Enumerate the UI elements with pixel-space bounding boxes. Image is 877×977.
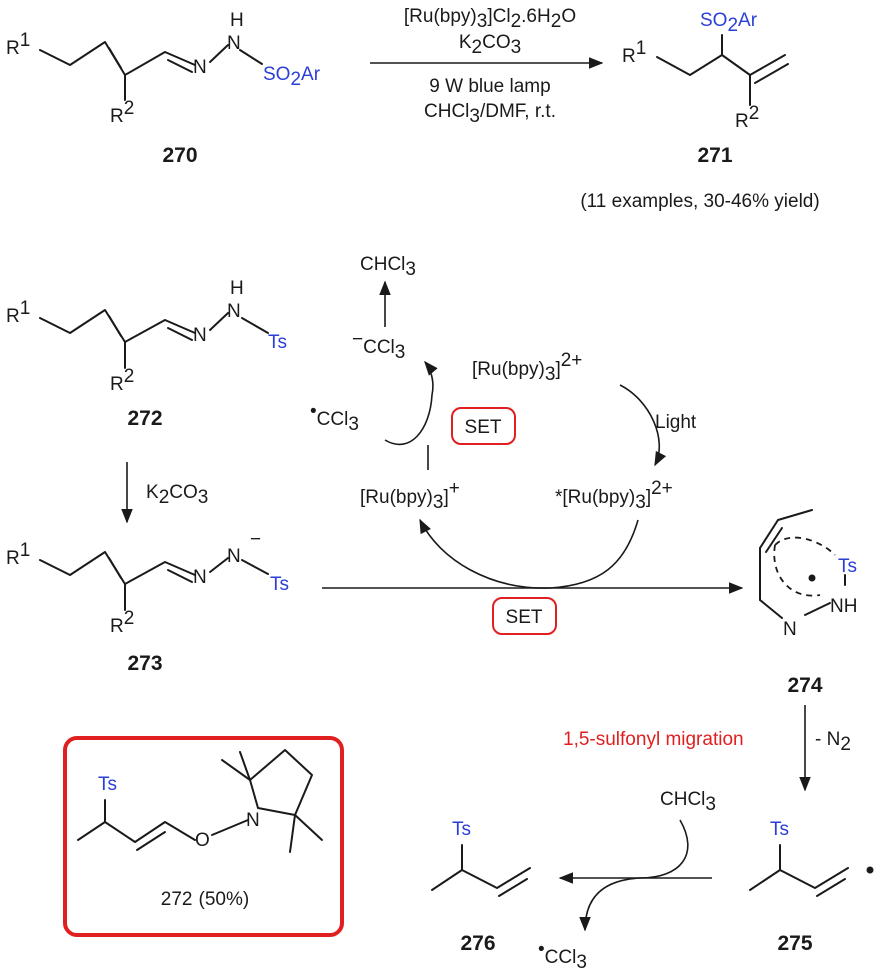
compound-273: R1 R2 N N − Ts [6,529,289,637]
r2-label: R2 [110,366,134,395]
reduction-arrow-ccl3 [384,360,438,446]
r2-label: R2 [110,608,134,637]
label-272: 272 [127,407,162,430]
label-276: 276 [460,932,495,955]
hydrazone-h: H [230,278,244,299]
imine-n: N [193,57,207,78]
compound-276: Ts [431,819,531,897]
solvent-text: CHCl3/DMF, r.t. [424,101,556,127]
set-box-cycle [451,407,516,445]
r1-label: R1 [6,30,30,59]
base-text: K2CO3 [459,32,521,58]
label-274: 274 [787,674,822,697]
catalyst-text: [Ru(bpy)3]Cl2.6H2O [404,6,576,32]
ru-reduced-state: [Ru(bpy)3]+ [360,478,460,513]
n-atom: N [783,619,797,640]
n2-loss-label: - N2 [815,729,851,755]
sulfonyl-group: SO2Ar [700,10,758,36]
label-273: 273 [127,652,162,675]
trapping-adduct-box [63,736,344,937]
r1-label: R1 [6,298,30,327]
chloroform-reagent: CHCl3 [660,789,716,815]
sulfonyl-group: SO2Ar [263,64,321,90]
ccl3-radical-byproduct: •CCl3 [538,939,587,973]
chloroform-to-radical-arrow [579,819,689,932]
trichloromethyl-radical: •CCl3 [310,401,359,435]
set-box-main [492,597,557,635]
nitrogen-atom: N [246,810,260,831]
anionic-n: N [227,546,241,567]
ru-ground-state: [Ru(bpy)3]2+ [472,350,582,385]
hydrazone-n: N [227,33,241,54]
ru-excited-state: *[Ru(bpy)3]2+ [555,478,673,513]
tosyl-group: Ts [270,574,289,595]
excitation-arrow [619,384,667,467]
compound-270: R1 R2 N N H SO2Ar [6,10,321,127]
label-271: 271 [697,144,732,167]
tosyl-group: Ts [770,819,789,840]
r1-label: R1 [6,540,30,569]
r1-label: R1 [622,38,646,67]
compound-275: Ts [749,819,874,897]
radical-dot [808,574,816,582]
light-label: Light [655,412,697,433]
tosyl-group: Ts [268,332,287,353]
r2-label: R2 [735,103,759,132]
base-step-text: K2CO3 [146,482,208,508]
negative-charge: − [250,529,261,550]
label-270: 270 [162,144,197,167]
label-275: 275 [777,932,812,955]
hydrazone-n: N [227,301,241,322]
tosyl-group: Ts [838,556,857,577]
oxygen-atom: O [195,830,210,851]
set-label-main: SET [506,607,543,628]
scope-text: (11 examples, 30-46% yield) [580,191,819,212]
tosyl-group: Ts [98,774,117,795]
compound-272: R1 R2 N N H Ts [6,278,287,395]
light-source-text: 9 W blue lamp [429,76,550,97]
trichloromethyl-anion: −CCl3 [352,329,405,363]
chloroform-product: CHCl3 [360,254,416,280]
imine-n: N [193,325,207,346]
tosyl-group: Ts [452,819,471,840]
radical-dot [866,866,874,874]
oxidative-quench-arc [419,518,639,589]
compound-271: R1 R2 SO2Ar [622,10,789,132]
set-label-cycle: SET [465,417,502,438]
imine-n: N [193,567,207,588]
compound-274: Ts NH N [759,509,857,640]
hydrazone-h: H [230,10,244,31]
tempo-adduct: Ts O N [77,749,323,853]
trap-caption: 272(50%) [161,889,249,910]
migration-label: 1,5-sulfonyl migration [563,729,744,750]
nh-group: NH [830,596,857,617]
r2-label: R2 [110,98,134,127]
